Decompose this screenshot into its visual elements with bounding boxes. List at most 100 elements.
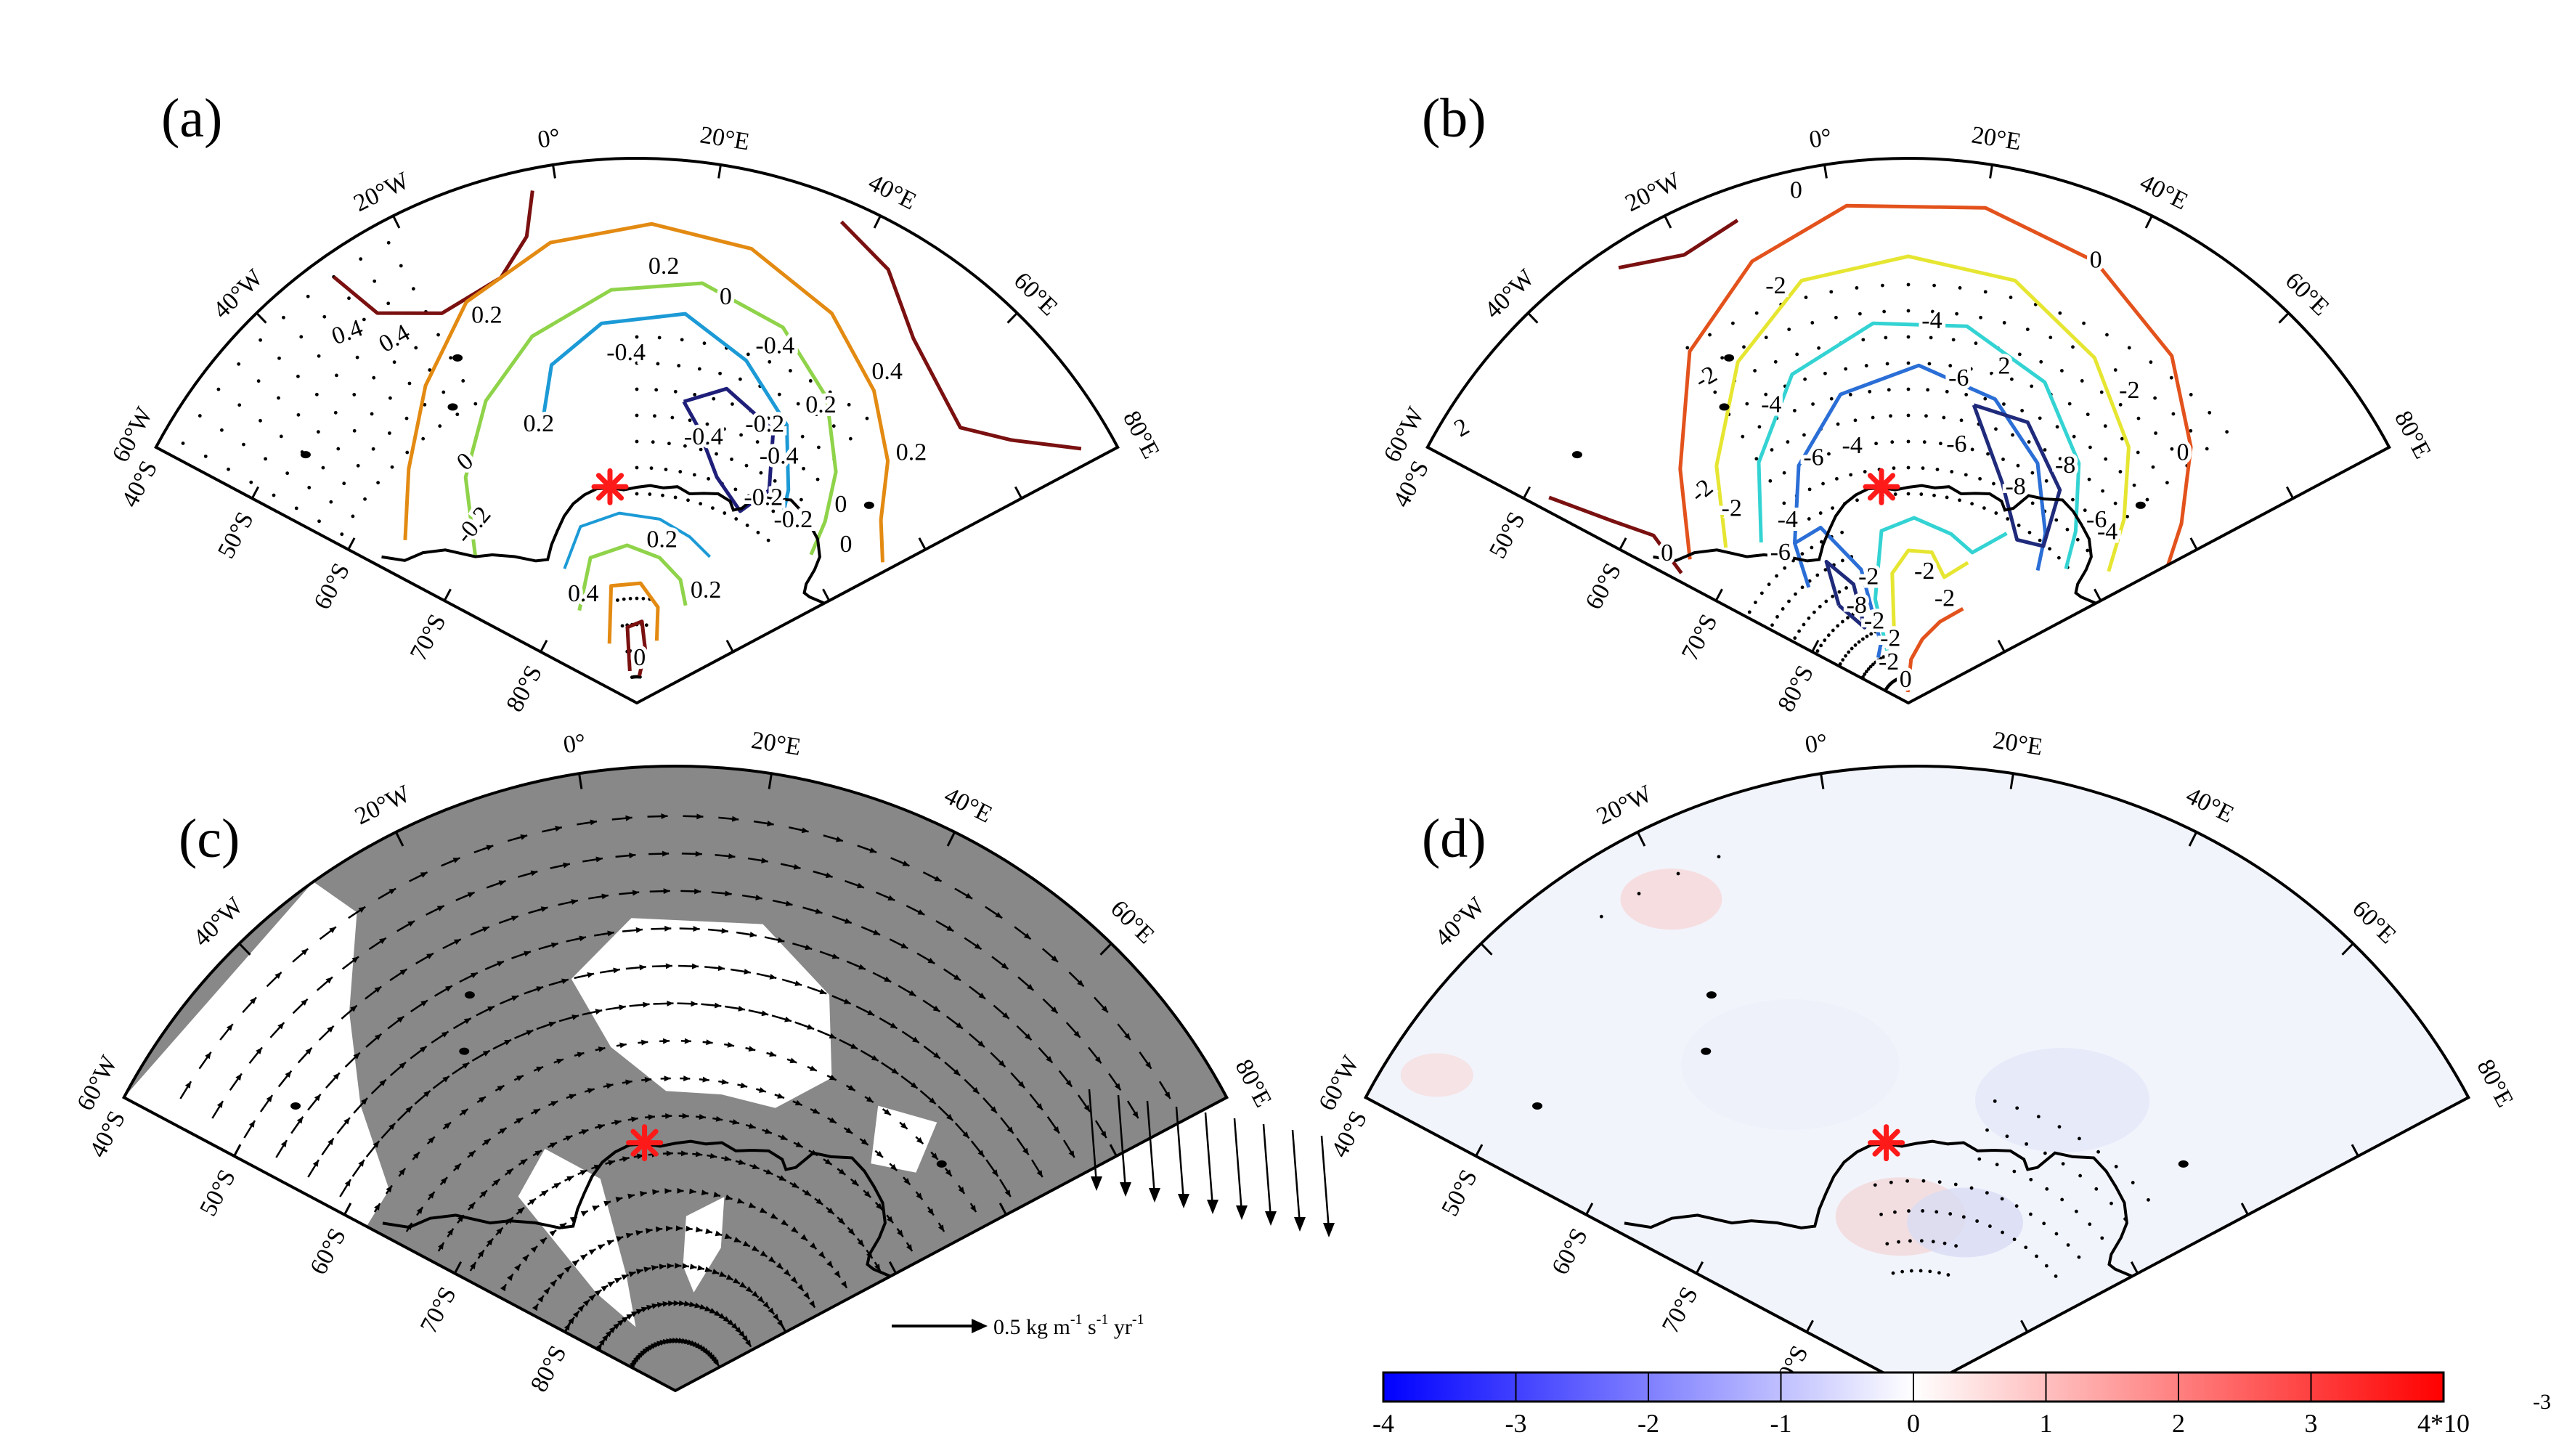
stipple-dot <box>2058 311 2062 315</box>
wind-vector-head <box>851 1179 859 1186</box>
stipple-dot <box>259 418 262 423</box>
stipple-dot <box>203 454 208 458</box>
lon-label: 20°E <box>749 727 802 761</box>
wind-vector-head <box>468 1150 476 1158</box>
stipple-dot <box>1985 1128 1989 1132</box>
stipple-dot <box>1979 315 1982 320</box>
panel-a-lat-labels: 40°S50°S60°S70°S80°S <box>116 457 548 717</box>
lon-label: 80°E <box>2389 407 2436 463</box>
wind-vector-head <box>550 1101 558 1107</box>
wind-vector-head <box>480 1190 487 1197</box>
stipple-dot <box>654 388 659 392</box>
wind-vector-head <box>1002 1012 1009 1019</box>
wind-vector-head <box>659 1264 667 1270</box>
wind-vector-head <box>836 836 843 842</box>
wind-vector <box>1262 1123 1272 1219</box>
reference-vector-label: 0.5 kg m-1 s-1 yr-1 <box>993 1311 1144 1339</box>
stipple-dot <box>388 431 391 435</box>
wind-vector-head <box>752 1163 760 1170</box>
wind-vector-head <box>614 1119 622 1126</box>
stipple-dot <box>1855 285 1859 290</box>
contour-line <box>1793 363 2048 572</box>
wind-vector-head <box>724 1233 732 1239</box>
panel-c-letter: (c) <box>179 808 240 869</box>
wind-vector-head <box>571 1260 579 1266</box>
stipple-dot <box>392 360 396 365</box>
wind-vector-head <box>713 1359 720 1367</box>
contour-label: 0 <box>2176 439 2189 465</box>
stipple-dot <box>2225 430 2229 434</box>
stipple-dot <box>1977 1157 1982 1161</box>
stipple-dot <box>2165 481 2169 485</box>
stipple-dot <box>2105 532 2109 536</box>
stipple-dot <box>359 257 363 261</box>
wind-vector-head <box>723 1316 731 1322</box>
stipple-dot <box>1853 643 1858 647</box>
contour-label: 0.2 <box>471 302 503 329</box>
wind-vector-head <box>588 1294 596 1301</box>
stipple-dot <box>1842 447 1847 452</box>
stipple-dot <box>718 371 722 375</box>
lon-tick <box>123 1096 139 1106</box>
wind-vector-head <box>769 1051 777 1057</box>
wind-vector-head <box>792 1182 800 1188</box>
stipple-dot <box>723 427 726 431</box>
stipple-dot <box>2136 416 2141 420</box>
stipple-dot <box>2020 408 2025 412</box>
lat-tick <box>347 537 356 550</box>
stipple-dot <box>2114 1165 2118 1168</box>
stipple-dot <box>2044 1264 2048 1268</box>
stipple-dot <box>686 498 690 503</box>
stipple-dot <box>1950 470 1954 473</box>
stipple-dot <box>1818 604 1822 609</box>
contour-line <box>403 221 890 563</box>
lat-label: 60°S <box>1547 1224 1593 1279</box>
wind-vector-head <box>453 939 461 945</box>
wind-vector-head <box>379 1079 386 1086</box>
stipple-dot <box>442 390 446 394</box>
stipple-dot <box>2030 471 2035 475</box>
wind-vector-head <box>800 1234 807 1241</box>
stipple-dot <box>2132 483 2136 487</box>
stipple-dot <box>307 486 312 489</box>
stipple-dot <box>2189 393 2193 396</box>
wind-vector-head <box>724 1155 732 1162</box>
field-anomaly <box>1907 1187 2024 1258</box>
wind-vector-head <box>738 1005 745 1012</box>
lon-tick <box>1212 1096 1228 1106</box>
wind-vector-head <box>452 858 460 863</box>
lon-label: 60°W <box>72 1051 123 1115</box>
contour-label: -4 <box>1921 307 1942 334</box>
wind-vector-head <box>399 969 407 975</box>
wind-vector-head <box>834 1270 840 1278</box>
stipple-dot <box>635 387 639 391</box>
wind-vector-head <box>977 1150 985 1158</box>
stipple-dot <box>1986 452 1990 456</box>
contour-label: -4 <box>1778 506 1798 533</box>
lat-tick <box>1619 537 1627 550</box>
island <box>1571 451 1582 459</box>
lon-tick <box>256 312 267 324</box>
contour-label: -6 <box>2086 506 2107 533</box>
wind-vector-head <box>248 1121 255 1128</box>
stipple-dot <box>1937 1271 1941 1275</box>
lat-label: 40°S <box>84 1107 131 1162</box>
lon-label: 60°E <box>1105 895 1160 949</box>
lon-tick <box>2454 1096 2470 1106</box>
wind-vector <box>1146 1100 1156 1196</box>
stipple-dot <box>400 323 404 328</box>
wind-vector-head <box>749 932 757 938</box>
wind-vector-head <box>588 1249 596 1256</box>
contour-label: 0.4 <box>871 358 903 385</box>
stipple-dot <box>1969 367 1973 371</box>
contour-line <box>607 581 660 644</box>
stipple-dot <box>746 352 750 357</box>
lat-tick <box>1109 1144 1118 1157</box>
lat-tick <box>564 1319 572 1333</box>
lat-tick <box>1714 588 1723 601</box>
wind-vector-head <box>577 1305 585 1312</box>
wind-vector-head <box>571 899 578 905</box>
stipple-dot <box>1770 448 1774 452</box>
stipple-dot <box>2088 1222 2092 1227</box>
stipple-dot <box>220 428 224 432</box>
